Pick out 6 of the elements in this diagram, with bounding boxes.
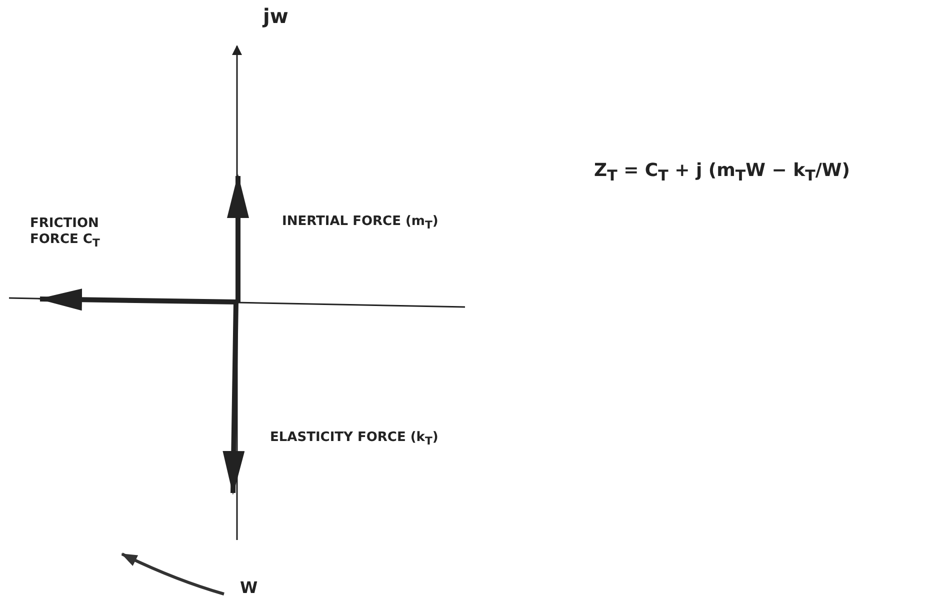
rotation-label: W bbox=[240, 578, 258, 598]
axis-label: jw bbox=[263, 4, 288, 28]
force-label: FRICTION FORCE C$_{T}$ bbox=[30, 216, 101, 250]
impedance-formula: Z$_{T}$ = C$_{T}$ + j (m$_{T}$W − k$_{T}$/W) bbox=[594, 160, 850, 185]
force-label: INERTIAL FORCE (m$_{T}$) bbox=[282, 214, 438, 232]
force-label: ELASTICITY FORCE (k$_{T}$) bbox=[270, 430, 438, 448]
